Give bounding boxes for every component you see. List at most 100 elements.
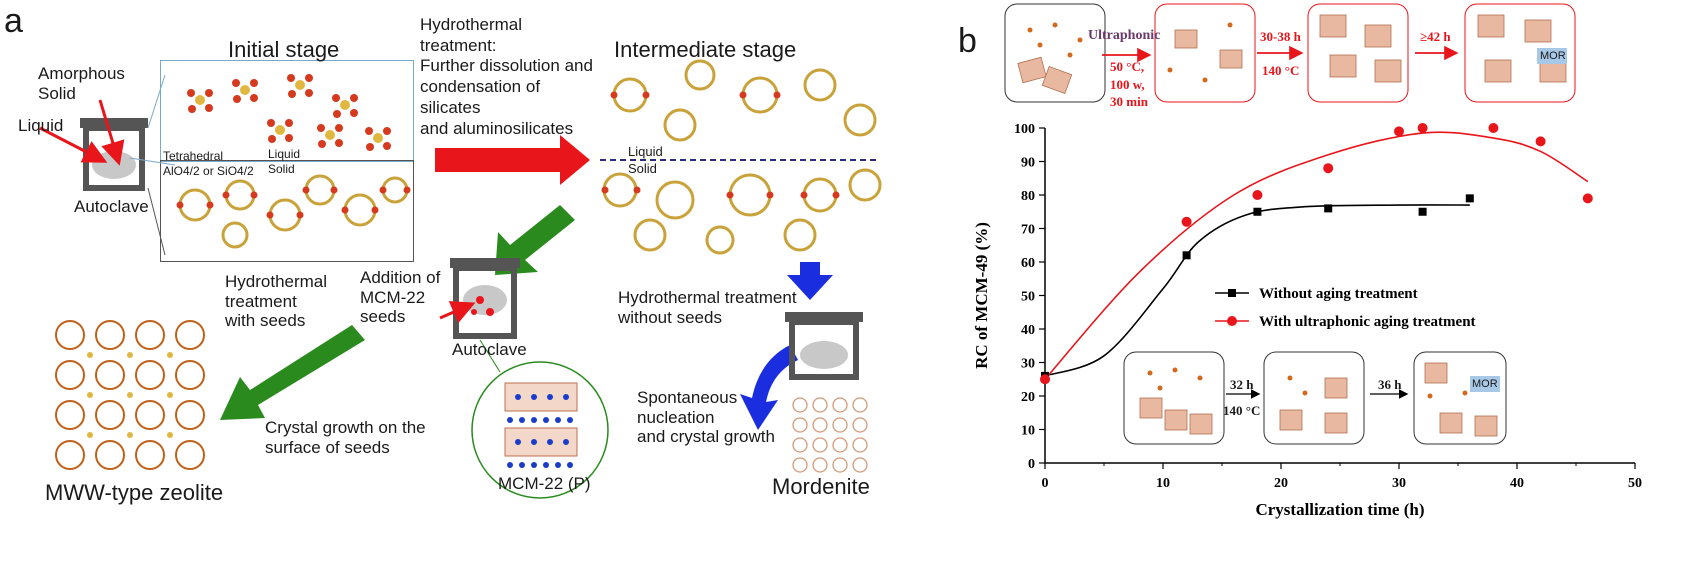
mor-top-label: MOR bbox=[1540, 50, 1566, 62]
data-point-with-ultraphonic bbox=[1323, 163, 1334, 174]
y-tick-label: 0 bbox=[1028, 457, 1035, 472]
temp1-label: 140 °C bbox=[1262, 63, 1300, 78]
data-point-without-aging bbox=[1324, 204, 1333, 213]
series-line-without-aging bbox=[1044, 204, 1470, 377]
y-tick-label: 60 bbox=[1021, 256, 1035, 271]
data-point-without-aging bbox=[1253, 207, 1262, 216]
legend-marker bbox=[1228, 289, 1236, 297]
autoclave-middle bbox=[439, 258, 609, 499]
solid-stage-box bbox=[160, 160, 414, 262]
data-point-with-ultraphonic bbox=[1394, 126, 1404, 137]
addition-seeds-label: Addition of MCM-22 seeds bbox=[360, 268, 441, 327]
time1-label: 30-38 h bbox=[1260, 29, 1301, 44]
condition-duration: 30 min bbox=[1110, 94, 1148, 109]
tetrahedral-label: Tetrahedral bbox=[163, 149, 224, 163]
x-tick-label: 30 bbox=[1392, 476, 1406, 491]
legend-label: Without aging treatment bbox=[1259, 286, 1418, 302]
inset-schematic bbox=[1123, 351, 1507, 445]
inset-time2-label: 36 h bbox=[1378, 377, 1402, 392]
amorphous-solid-label: Amorphous Solid bbox=[38, 64, 125, 103]
y-tick-label: 70 bbox=[1021, 223, 1035, 238]
y-tick-label: 80 bbox=[1021, 189, 1035, 204]
x-tick-label: 20 bbox=[1274, 476, 1288, 491]
legend-marker bbox=[1227, 316, 1237, 326]
intermediate-oxygens bbox=[601, 91, 840, 199]
blue-curved-arrow bbox=[740, 345, 798, 430]
mor-crystal-inset bbox=[1470, 376, 1500, 392]
data-point-with-ultraphonic bbox=[1181, 216, 1192, 227]
silicate-ring-oxygens bbox=[176, 186, 411, 219]
initial-stage-box bbox=[160, 60, 414, 162]
series-line-with-ultraphonic bbox=[1044, 131, 1589, 380]
data-point-with-ultraphonic bbox=[1040, 374, 1050, 385]
autoclave-left bbox=[39, 74, 176, 256]
hydro-noseeds-label: Hydrothermal treatment without seeds bbox=[618, 288, 797, 327]
data-point-without-aging bbox=[1182, 251, 1191, 260]
x-tick-label: 10 bbox=[1156, 476, 1170, 491]
tetrahedral-molecules bbox=[187, 74, 391, 151]
mww-framework bbox=[55, 320, 205, 470]
panel-a-letter: a bbox=[4, 2, 23, 40]
liquid-mid-label: Liquid bbox=[628, 144, 663, 159]
legend-label: With ultraphonic aging treatment bbox=[1259, 314, 1476, 330]
x-tick-label: 0 bbox=[1042, 476, 1049, 491]
panel-b-letter: b bbox=[958, 22, 977, 60]
y-tick-label: 100 bbox=[1014, 122, 1035, 137]
mww-nodes bbox=[87, 352, 173, 438]
autoclave-right bbox=[785, 312, 863, 380]
x-axis-label: Crystallization time (h) bbox=[1255, 500, 1424, 519]
tetrahedral-formula: AlO4/2 or SiO4/2 bbox=[163, 164, 254, 178]
data-point-with-ultraphonic bbox=[1488, 123, 1499, 133]
ultraphonic-label: Ultraphonic bbox=[1088, 28, 1161, 43]
y-tick-label: 90 bbox=[1021, 156, 1035, 171]
time2-label: ≥42 h bbox=[1420, 29, 1451, 44]
spontaneous-label: Spontaneous nucleation and crystal growt… bbox=[637, 388, 775, 447]
solid-small-label: Solid bbox=[268, 162, 295, 176]
green-arrow-to-mww bbox=[220, 325, 365, 420]
autoclave-label: Autoclave bbox=[74, 197, 149, 216]
crystallization-chart: 0 10 20 30 40 50 60 70 80 90 100 0 10 20 30 40 50Crystal… bbox=[972, 122, 1642, 519]
y-axis-label: RC of MCM-49 (%) bbox=[972, 222, 991, 369]
mww-label: MWW-type zeolite bbox=[45, 480, 224, 505]
green-arrow-to-autoclave bbox=[495, 205, 575, 275]
condition-power: 100 w, bbox=[1110, 77, 1145, 92]
mcm22p-label: MCM-22 (P) bbox=[498, 474, 591, 493]
x-tick-label: 40 bbox=[1510, 476, 1524, 491]
mordenite-label: Mordenite bbox=[772, 474, 870, 499]
liquid-small-label: Liquid bbox=[268, 147, 301, 161]
y-tick-label: 20 bbox=[1021, 390, 1035, 405]
data-point-with-ultraphonic bbox=[1417, 123, 1428, 133]
y-tick-label: 50 bbox=[1021, 290, 1035, 305]
mcm22p-layers bbox=[504, 382, 578, 468]
blue-arrow-down bbox=[787, 262, 833, 300]
data-point-with-ultraphonic bbox=[1535, 136, 1546, 147]
inset-time-label: 32 h bbox=[1230, 377, 1254, 392]
y-tick-label: 10 bbox=[1021, 424, 1035, 439]
data-point-with-ultraphonic bbox=[1252, 190, 1263, 200]
mor-inset-label: MOR bbox=[1472, 378, 1498, 390]
liquid-label: Liquid bbox=[18, 116, 64, 135]
hydro-seeds-label: Hydrothermal treatment with seeds bbox=[225, 272, 328, 331]
mor-crystal-top bbox=[1537, 48, 1567, 64]
schematic-box-2 bbox=[1154, 3, 1256, 103]
y-tick-label: 30 bbox=[1021, 357, 1035, 372]
y-tick-label: 40 bbox=[1021, 323, 1035, 338]
data-point-without-aging bbox=[1418, 207, 1427, 216]
red-process-arrow bbox=[435, 135, 590, 185]
data-point-without-aging bbox=[1465, 194, 1474, 203]
autoclave-middle-label: Autoclave bbox=[452, 340, 527, 359]
crystal-growth-seeds-label: Crystal growth on the surface of seeds bbox=[265, 418, 426, 457]
initial-stage-label: Initial stage bbox=[228, 37, 340, 62]
panel-b-top-schematic bbox=[1004, 3, 1576, 103]
solid-mid-label: Solid bbox=[628, 161, 657, 176]
panel-a-graphics bbox=[39, 59, 882, 499]
data-point-with-ultraphonic bbox=[1582, 193, 1593, 204]
intermediate-stage-label: Intermediate stage bbox=[614, 37, 797, 62]
inset-box-2 bbox=[1263, 351, 1365, 445]
mordenite-framework bbox=[792, 397, 868, 473]
x-tick-label: 50 bbox=[1628, 476, 1642, 491]
condition-temp: 50 °C, bbox=[1110, 59, 1145, 74]
hydrothermal-treatment-text: Hydrothermal treatment: Further dissolut… bbox=[420, 15, 593, 138]
inset-temp-label: 140 °C bbox=[1223, 403, 1261, 418]
